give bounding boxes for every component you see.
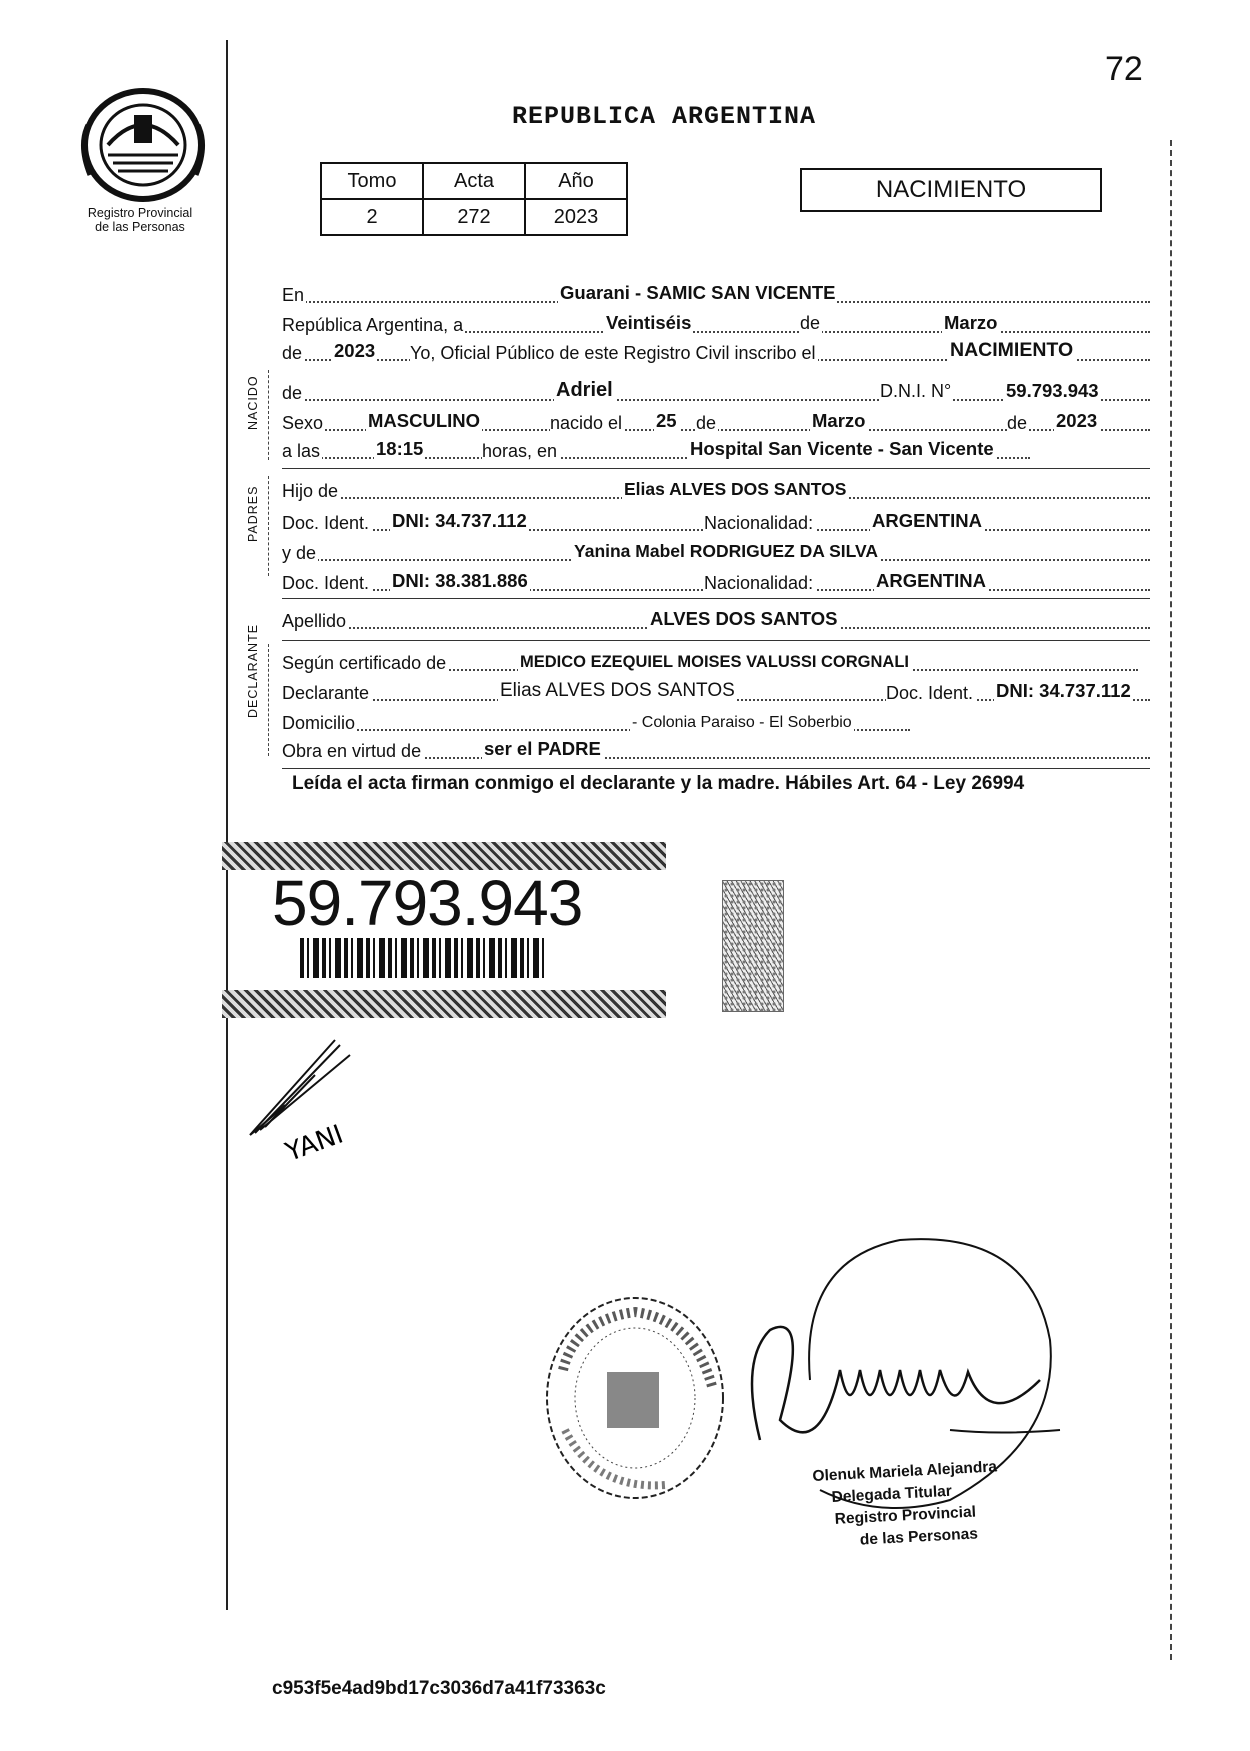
nacido-dni: 59.793.943	[1004, 380, 1101, 402]
declarante-doc: DNI: 34.737.112	[994, 680, 1133, 702]
record-type-box: NACIMIENTO	[800, 168, 1102, 212]
hologram-sticker	[722, 880, 784, 1012]
birth-month: Marzo	[810, 410, 868, 432]
inscribe-value: NACIMIENTO	[948, 339, 1076, 362]
row-y-de: y de Yanina Mabel RODRIGUEZ DA SILVA	[282, 538, 1150, 564]
value-anio: 2023	[524, 198, 628, 236]
row-republica: República Argentina, a Veintiséis de Mar…	[282, 310, 1150, 336]
declarant-signature: YANI	[249, 1039, 351, 1169]
separator-apellido	[282, 640, 1150, 641]
svg-text:YANI: YANI	[281, 1120, 347, 1169]
header-acta: Acta	[422, 162, 526, 200]
row-domicilio: Domicilio - Colonia Paraiso - El Soberbi…	[282, 708, 1150, 734]
separator-nacido	[282, 468, 1150, 469]
logo-caption: Registro Provincial de las Personas	[87, 206, 193, 234]
madre-nacionalidad: ARGENTINA	[874, 570, 988, 592]
row-madre-doc: Doc. Ident. DNI: 38.381.886 Nacionalidad…	[282, 568, 1150, 594]
row-en: En Guarani - SAMIC SAN VICENTE	[282, 280, 1150, 306]
security-band-bottom	[222, 990, 666, 1018]
row-apellido: Apellido ALVES DOS SANTOS	[282, 606, 1150, 632]
separator-padres	[282, 598, 1150, 599]
row-padre-doc: Doc. Ident. DNI: 34.737.112 Nacionalidad…	[282, 508, 1150, 534]
row-declarante: Declarante Elias ALVES DOS SANTOS Doc. I…	[282, 678, 1150, 704]
section-padres: PADRES	[246, 485, 260, 542]
row-hora: a las 18:15 horas, en Hospital San Vicen…	[282, 436, 1150, 462]
document-hash: c953f5e4ad9bd17c3036d7a41f73363c	[272, 1678, 606, 1699]
section-divider-padres	[268, 476, 269, 576]
security-band-top	[222, 842, 666, 870]
document-title: REPUBLICA ARGENTINA	[512, 102, 817, 131]
row-inscribe: de 2023 Yo, Oficial Público de este Regi…	[282, 338, 1150, 364]
madre-name: Yanina Mabel RODRIGUEZ DA SILVA	[572, 541, 881, 562]
section-divider-nacido	[268, 370, 269, 460]
year: 2023	[332, 340, 378, 362]
dni-barcode	[300, 938, 544, 978]
obra-value: ser el PADRE	[482, 738, 603, 760]
birth-day: 25	[654, 410, 679, 432]
padre-name: Elias ALVES DOS SANTOS	[622, 479, 849, 500]
row-hijo-de: Hijo de Elias ALVES DOS SANTOS	[282, 476, 1150, 502]
declarante-value: Elias ALVES DOS SANTOS	[498, 680, 737, 702]
official-block: Olenuk Mariela Alejandra Delegada Titula…	[812, 1456, 1001, 1554]
value-acta: 272	[422, 198, 526, 236]
row-certificado: Según certificado de MEDICO EZEQUIEL MOI…	[282, 648, 1150, 674]
domicilio-value: - Colonia Paraiso - El Soberbio	[630, 714, 854, 732]
header-anio: Año	[524, 162, 628, 200]
dni-label-number: 59.793.943	[272, 867, 583, 939]
record-table: Tomo Acta Año 2 272 2023	[320, 162, 628, 236]
closing-notes: Leída el acta firman conmigo el declaran…	[292, 773, 1025, 794]
row-obra: Obra en virtud de ser el PADRE	[282, 736, 1150, 762]
section-divider-declarante	[268, 644, 269, 756]
lugar-value: Hospital San Vicente - San Vicente	[688, 438, 996, 460]
page-number: 72	[1105, 50, 1143, 88]
month: Marzo	[942, 312, 1000, 334]
section-declarante: DECLARANTE	[246, 623, 260, 718]
madre-doc: DNI: 38.381.886	[390, 570, 530, 592]
padre-nacionalidad: ARGENTINA	[870, 510, 984, 532]
day-words: Veintiséis	[604, 312, 694, 334]
hora-value: 18:15	[374, 438, 426, 460]
header-tomo: Tomo	[320, 162, 424, 200]
padre-doc: DNI: 34.737.112	[390, 510, 529, 532]
section-nacido: NACIDO	[246, 375, 260, 430]
sexo-value: MASCULINO	[366, 410, 483, 432]
certificado-value: MEDICO EZEQUIEL MOISES VALUSSI CORGNALI	[518, 653, 912, 672]
birth-year: 2023	[1054, 410, 1100, 432]
separator-declarante	[282, 768, 1150, 769]
official-stamp	[546, 1297, 724, 1499]
nacido-name: Adriel	[554, 379, 615, 402]
row-sexo: Sexo MASCULINO nacido el 25 de Marzo de …	[282, 408, 1150, 434]
right-margin-line	[1170, 140, 1172, 1660]
official-signature	[750, 1238, 1061, 1509]
en-value: Guarani - SAMIC SAN VICENTE	[558, 282, 838, 304]
value-tomo: 2	[320, 198, 424, 236]
left-margin-line	[226, 40, 228, 1610]
apellido-value: ALVES DOS SANTOS	[648, 608, 840, 630]
misiones-seal-logo	[81, 88, 205, 202]
row-nacido-name: de Adriel D.N.I. N° 59.793.943	[282, 378, 1150, 404]
